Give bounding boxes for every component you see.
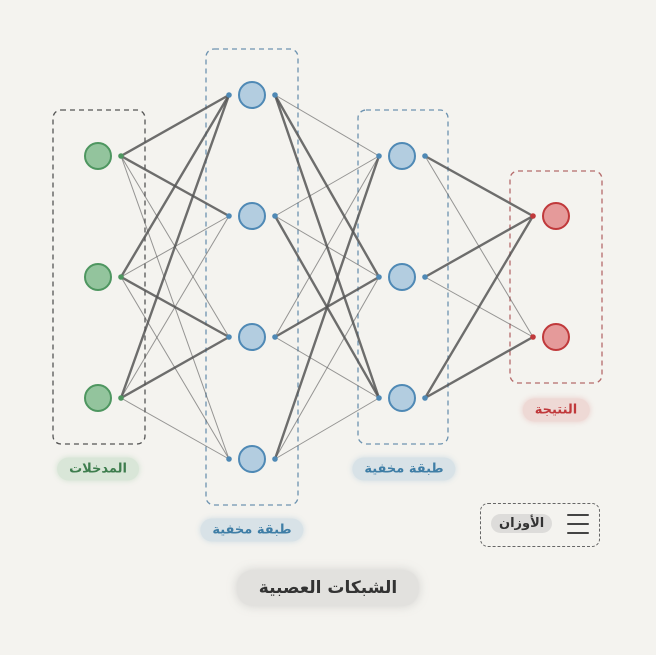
neuron-hidden2-1: [388, 142, 416, 170]
layer-label-hidden-1: طبقة مخفية: [200, 518, 304, 542]
neuron-inputs-3: [84, 384, 112, 412]
weights-legend-label: الأوزان: [491, 514, 553, 533]
port-dot-in: [226, 456, 232, 462]
connection-edge: [423, 214, 535, 400]
neuron-hidden1-1: [238, 81, 266, 109]
port-dot-out: [272, 92, 278, 98]
neuron-hidden1-2: [238, 202, 266, 230]
port-dot-in: [226, 213, 232, 219]
layer-label-output: النتيجة: [522, 398, 590, 422]
connection-edge: [423, 154, 535, 218]
port-dot-out: [422, 274, 428, 280]
port-dot-in: [226, 92, 232, 98]
layer-box-hidden2: [357, 109, 449, 445]
layer-box-hidden1: [205, 48, 299, 506]
layer-label-hidden-2: طبقة مخفية: [352, 457, 456, 481]
port-dot-in: [226, 334, 232, 340]
port-dot-out: [118, 153, 124, 159]
neuron-output-2: [542, 323, 570, 351]
connection-edge: [119, 93, 231, 158]
neuron-inputs-2: [84, 263, 112, 291]
port-dot-in: [530, 213, 536, 219]
layer-label-inputs: المدخلات: [57, 457, 139, 481]
weights-legend: الأوزان: [480, 503, 600, 547]
diagram-title: الشبكات العصبية: [236, 570, 420, 606]
connection-edge: [274, 155, 380, 217]
connection-edge: [119, 335, 231, 400]
neuron-output-1: [542, 202, 570, 230]
port-dot-out: [272, 456, 278, 462]
port-dot-in: [376, 153, 382, 159]
connection-edge: [274, 155, 380, 338]
port-dot-out: [422, 395, 428, 401]
connection-edge: [273, 154, 381, 461]
neuron-inputs-1: [84, 142, 112, 170]
connection-edge: [274, 94, 380, 157]
layer-box-output: [509, 170, 603, 384]
connection-edge: [120, 215, 230, 399]
port-dot-out: [118, 395, 124, 401]
connection-edge: [119, 93, 231, 400]
menu-lines-icon: [567, 514, 589, 536]
neuron-hidden2-2: [388, 263, 416, 291]
connection-edge: [423, 214, 535, 279]
layer-box-inputs: [52, 109, 146, 445]
connection-edge: [119, 93, 231, 279]
port-dot-out: [422, 153, 428, 159]
port-dot-in: [376, 395, 382, 401]
neuron-hidden2-3: [388, 384, 416, 412]
connection-edge: [423, 335, 535, 400]
connection-edge: [274, 276, 380, 460]
port-dot-in: [530, 334, 536, 340]
port-dot-in: [376, 274, 382, 280]
port-dot-out: [272, 213, 278, 219]
port-dot-out: [272, 334, 278, 340]
port-dot-out: [118, 274, 124, 280]
connection-edge: [274, 397, 380, 460]
neuron-hidden1-4: [238, 445, 266, 473]
neuron-hidden1-3: [238, 323, 266, 351]
connection-edge: [120, 397, 230, 460]
